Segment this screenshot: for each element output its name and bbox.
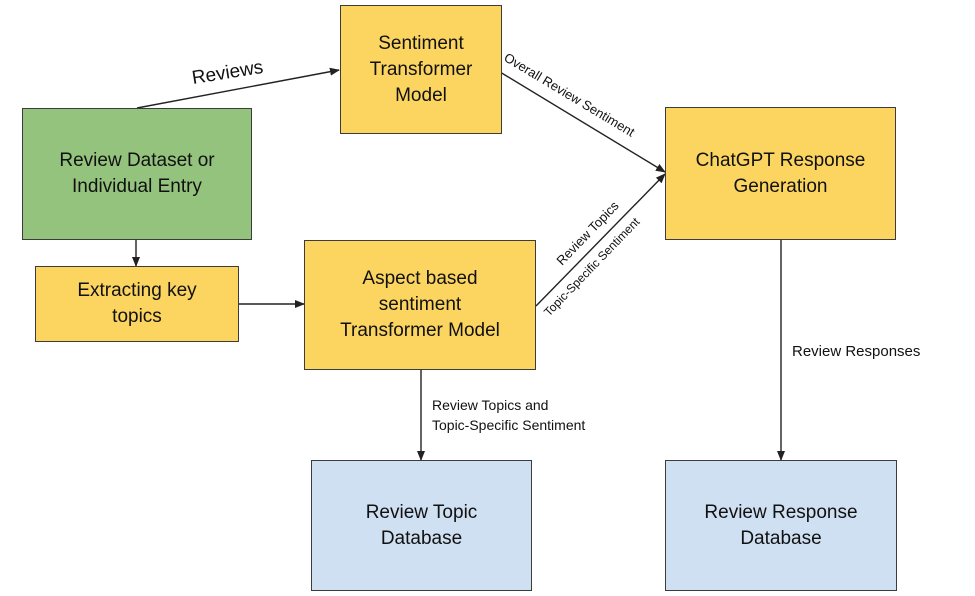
review-dataset-box: Review Dataset or Individual Entry	[22, 108, 252, 240]
review-topic-database-box: Review Topic Database	[311, 460, 532, 591]
review-response-database-box: Review Response Database	[665, 460, 897, 591]
arrow-overall-sentiment	[499, 71, 666, 173]
label-overall-sentiment: Overall Review Sentiment	[501, 50, 637, 140]
chatgpt-response-generation-box: ChatGPT Response Generation	[665, 107, 896, 240]
label-review-responses: Review Responses	[792, 343, 920, 360]
label-topics-and-sentiment-line2: Topic-Specific Sentiment	[432, 417, 585, 433]
aspect-based-sentiment-model-box: Aspect based sentiment Transformer Model	[304, 240, 536, 370]
label-reviews: Reviews	[190, 57, 264, 89]
arrow-reviews	[136, 67, 340, 109]
extracting-key-topics-box: Extracting key topics	[35, 266, 239, 342]
sentiment-transformer-model-box: Sentiment Transformer Model	[340, 5, 502, 134]
label-review-topics: Review Topics	[553, 198, 622, 268]
label-topics-and-sentiment-line1: Review Topics and	[432, 397, 548, 413]
arrow-aspect-to-chatgpt	[535, 173, 666, 307]
